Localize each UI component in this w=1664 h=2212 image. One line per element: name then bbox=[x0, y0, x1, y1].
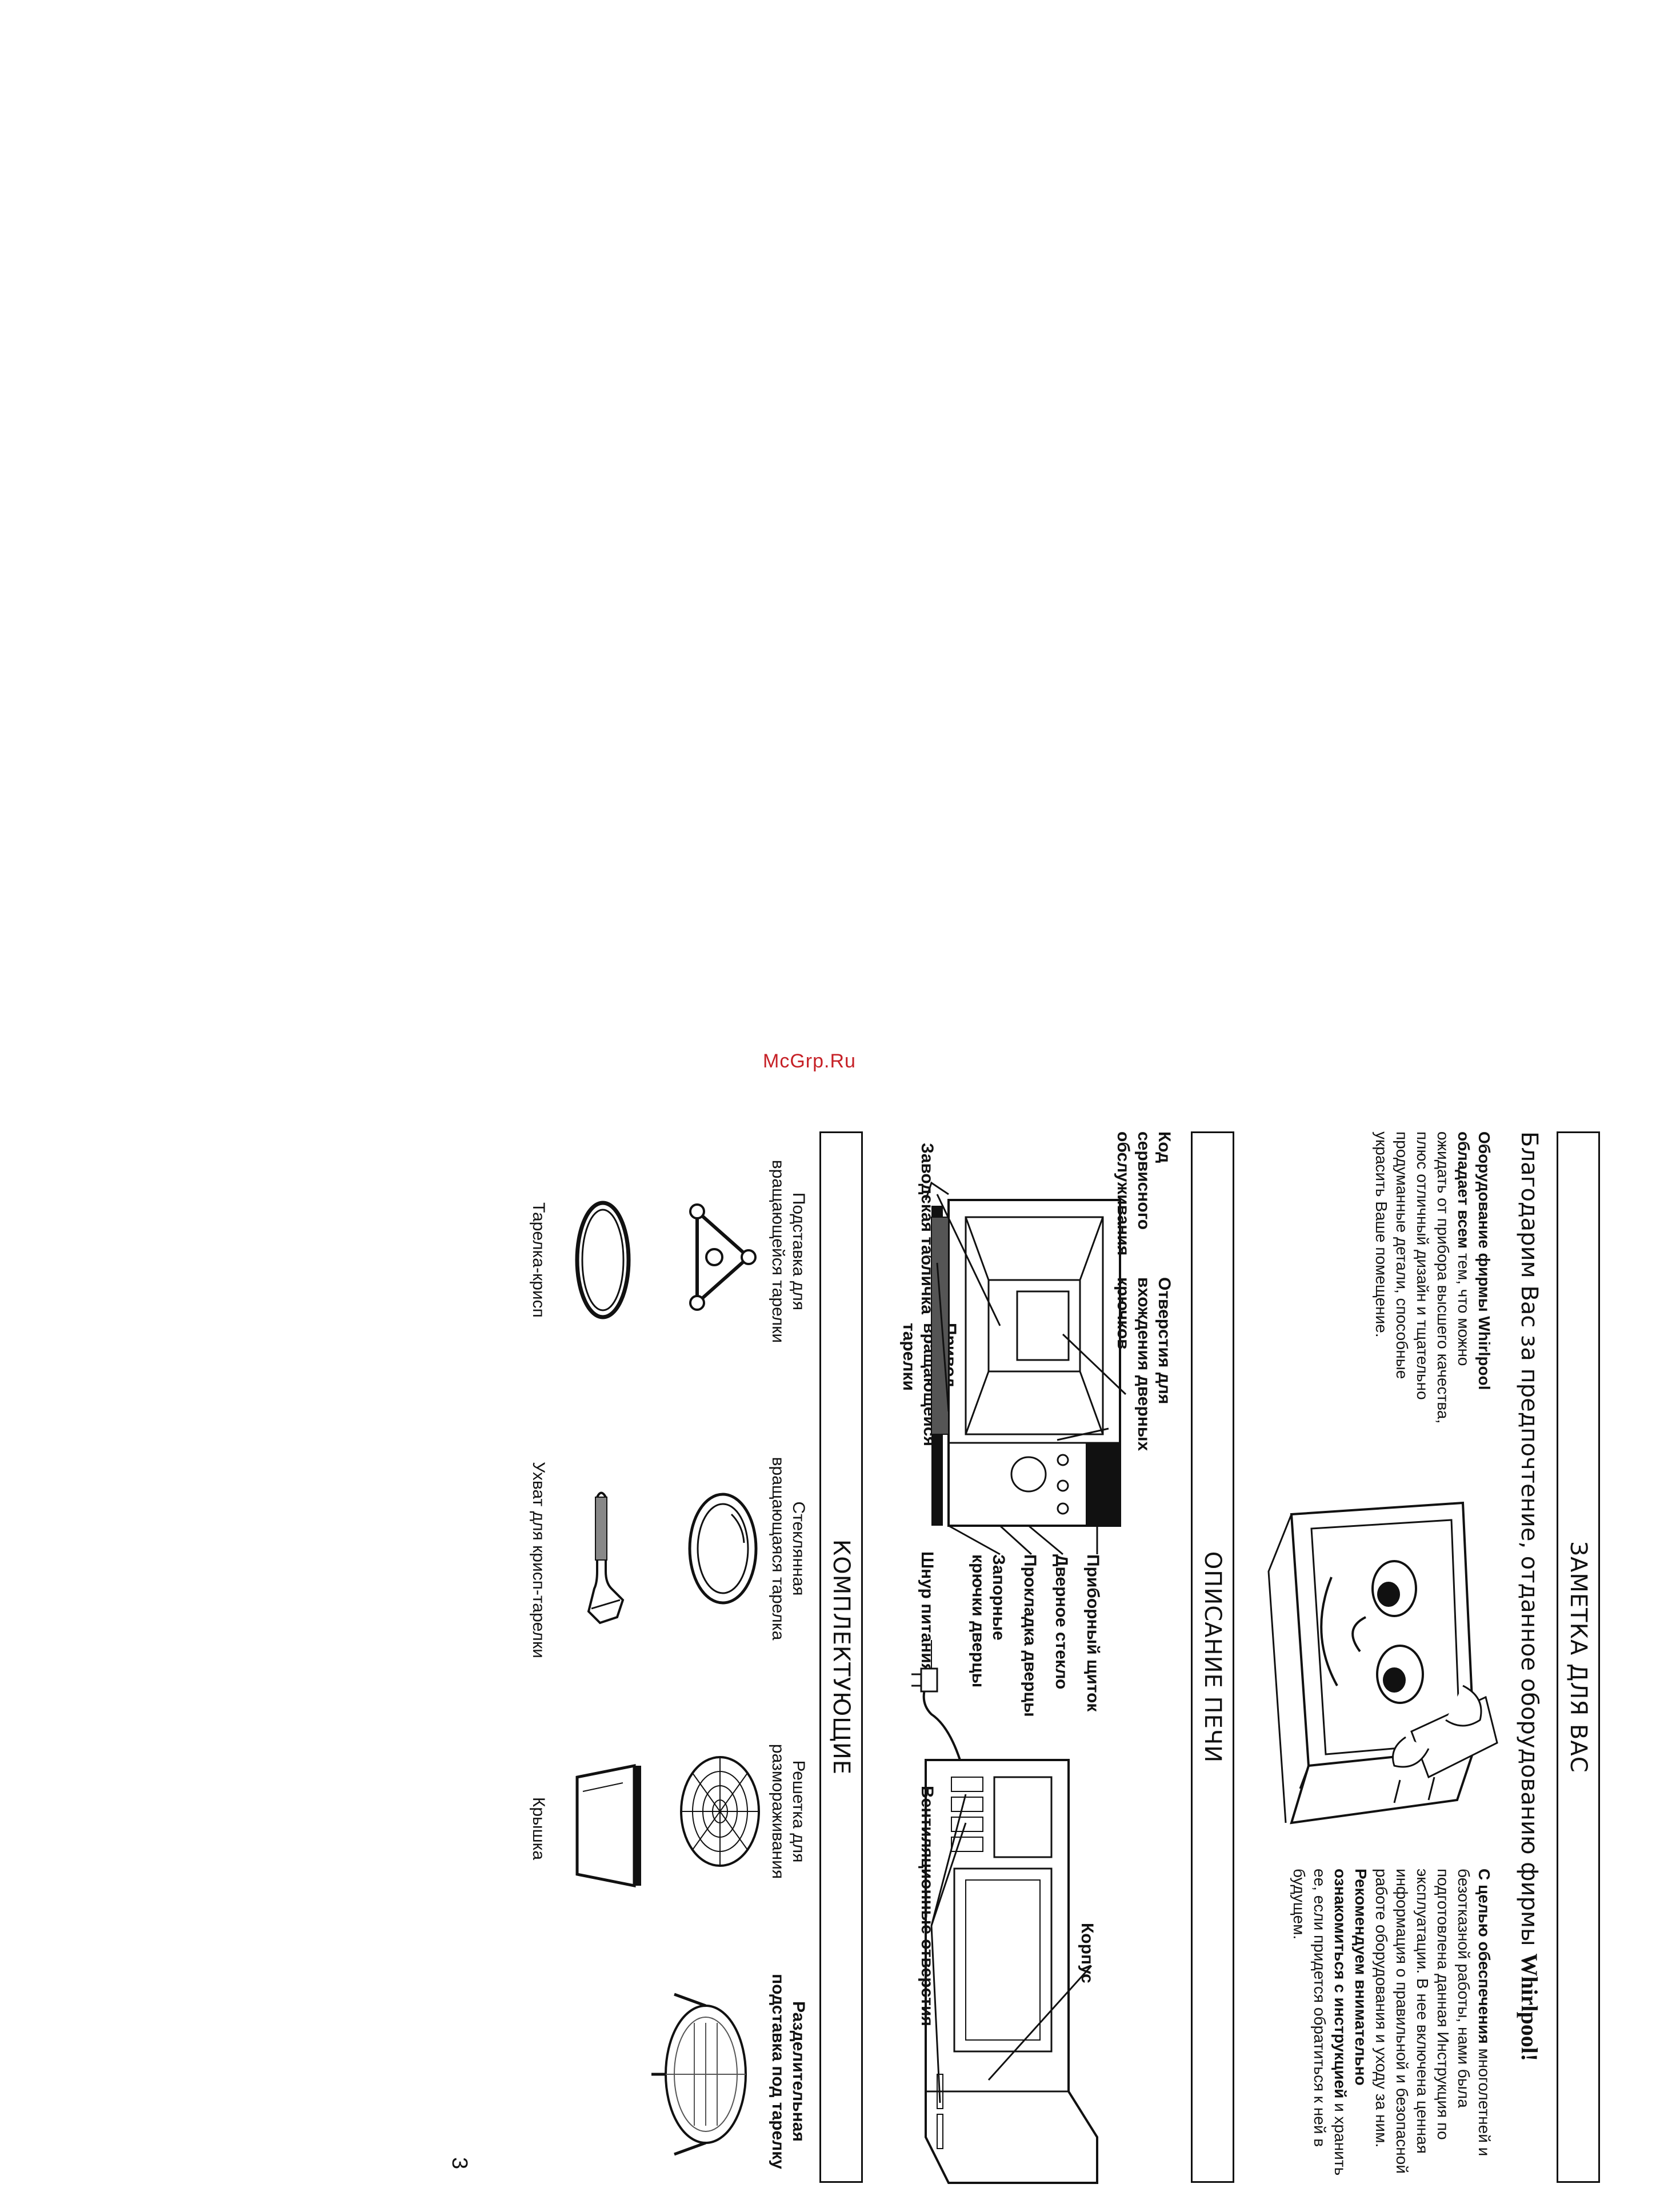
label-door-glass: Дверное стекло bbox=[1052, 1554, 1071, 1690]
label-door-hooks: Запорные крючки дверцы bbox=[969, 1554, 1008, 1688]
glass-turntable-icon bbox=[688, 1493, 758, 1605]
note-illustration bbox=[1267, 1501, 1498, 1825]
accessory-label-defrost-rack: Решетка для размораживания bbox=[769, 1743, 808, 1879]
plate-spacer-icon bbox=[651, 1993, 747, 2156]
thanks-text: Благодарим Вас за предпочтение, отданное… bbox=[1515, 1131, 1543, 2061]
note-right-column: С целью обеспечения многолетней и безотк… bbox=[1289, 1869, 1494, 2183]
brand-name: Whirlpool! bbox=[1517, 1953, 1542, 2062]
label-control-panel: Приборный щиток bbox=[1083, 1554, 1102, 1712]
label-door-seal: Прокладка дверцы bbox=[1021, 1554, 1039, 1717]
watermark: McGrp.Ru bbox=[763, 1050, 856, 1072]
oven-front-diagram bbox=[925, 1181, 1127, 1555]
accessory-label-crisp-plate: Тарелка-крисп bbox=[529, 1202, 548, 1318]
rotated-page-content: ЗАМЕТКА ДЛЯ ВАС Благодарим Вас за предпо… bbox=[446, 1131, 1600, 2184]
section-title-oven: ОПИСАНИЕ ПЕЧИ bbox=[1191, 1131, 1234, 2183]
oven-rear-diagram bbox=[911, 1640, 1098, 2184]
turntable-support-icon bbox=[689, 1203, 757, 1311]
crisp-handle-icon bbox=[587, 1491, 625, 1625]
accessory-label-glass-turntable: Стеклянная вращающаяся тарелка bbox=[769, 1457, 808, 1641]
thanks-sentence: Благодарим Вас за предпочтение, отданное… bbox=[1516, 1131, 1542, 1954]
crisp-plate-icon bbox=[575, 1201, 631, 1319]
page-number: 3 bbox=[447, 2157, 471, 2170]
accessory-label-crisp-handle: Ухват для крисп-тарелки bbox=[529, 1462, 548, 1658]
defrost-rack-icon bbox=[680, 1756, 760, 1867]
note-right-bold2: Рекомендуем внимательно ознакомиться с и… bbox=[1331, 1869, 1370, 2099]
accessory-label-cover: Крышка bbox=[529, 1797, 548, 1861]
accessory-label-plate-spacer: Разделительная подставка под тарелку bbox=[769, 1974, 808, 2169]
accessory-label-turntable-support: Подставка для вращающейся тарелки bbox=[769, 1159, 808, 1343]
section-title-note: ЗАМЕТКА ДЛЯ ВАС bbox=[1557, 1131, 1600, 2183]
section-title-accessories: КОМПЛЕКТУЮЩИЕ bbox=[819, 1131, 863, 2183]
cover-lid-icon bbox=[575, 1763, 641, 1888]
note-left-column: Оборудование фирмы Whirlpool обладает вс… bbox=[1371, 1131, 1494, 1429]
note-right-bold1: С целью обеспечения bbox=[1475, 1869, 1493, 2044]
